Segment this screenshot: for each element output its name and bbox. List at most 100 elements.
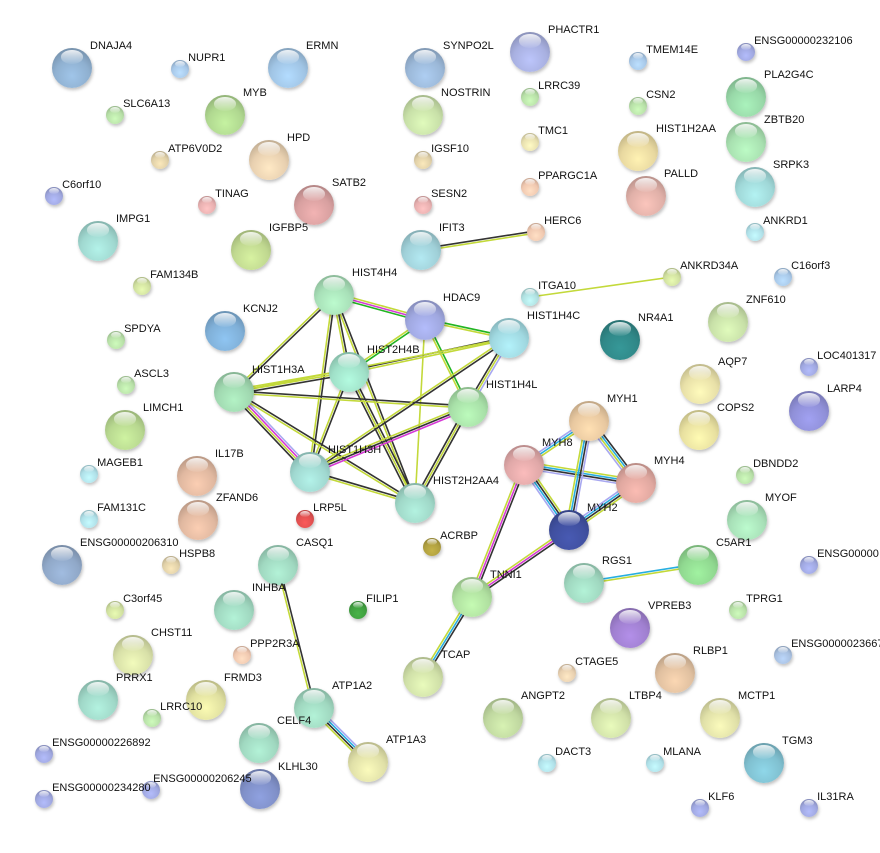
- protein-node[interactable]: [233, 646, 251, 664]
- edge-textmining[interactable]: [233, 337, 510, 393]
- protein-node[interactable]: [800, 799, 818, 817]
- edge-coexpression[interactable]: [278, 564, 316, 708]
- protein-node[interactable]: [403, 657, 443, 697]
- edge-textmining[interactable]: [233, 392, 415, 505]
- edge-textmining[interactable]: [308, 336, 509, 472]
- edge-textmining[interactable]: [529, 276, 673, 298]
- protein-node[interactable]: [521, 288, 539, 306]
- protein-node[interactable]: [214, 590, 254, 630]
- protein-node[interactable]: [655, 653, 695, 693]
- protein-node[interactable]: [735, 167, 775, 207]
- edge-experimental[interactable]: [310, 408, 470, 475]
- edge-coexpression[interactable]: [309, 406, 469, 473]
- protein-node[interactable]: [80, 510, 98, 528]
- protein-node[interactable]: [726, 122, 766, 162]
- protein-node[interactable]: [113, 635, 153, 675]
- protein-node[interactable]: [78, 680, 118, 720]
- edge-experimental[interactable]: [471, 464, 525, 598]
- protein-node[interactable]: [142, 781, 160, 799]
- protein-node[interactable]: [239, 723, 279, 763]
- protein-node[interactable]: [106, 106, 124, 124]
- edge-textmining[interactable]: [233, 392, 468, 409]
- protein-node[interactable]: [107, 331, 125, 349]
- protein-node[interactable]: [679, 410, 719, 450]
- edge-coexpression[interactable]: [310, 338, 511, 474]
- protein-node[interactable]: [105, 410, 145, 450]
- edge-textmining[interactable]: [414, 319, 426, 504]
- protein-node[interactable]: [616, 463, 656, 503]
- protein-node[interactable]: [663, 268, 681, 286]
- protein-node[interactable]: [395, 483, 435, 523]
- protein-node[interactable]: [489, 318, 529, 358]
- protein-node[interactable]: [708, 302, 748, 342]
- protein-node[interactable]: [729, 601, 747, 619]
- protein-node[interactable]: [162, 556, 180, 574]
- protein-node[interactable]: [448, 387, 488, 427]
- protein-node[interactable]: [405, 300, 445, 340]
- protein-node[interactable]: [414, 196, 432, 214]
- protein-node[interactable]: [527, 223, 545, 241]
- edge-textmining[interactable]: [349, 338, 510, 374]
- protein-node[interactable]: [610, 608, 650, 648]
- protein-node[interactable]: [452, 577, 492, 617]
- protein-node[interactable]: [177, 456, 217, 496]
- protein-node[interactable]: [483, 698, 523, 738]
- protein-node[interactable]: [737, 43, 755, 61]
- protein-node[interactable]: [736, 466, 754, 484]
- protein-node[interactable]: [117, 376, 135, 394]
- protein-node[interactable]: [133, 277, 151, 295]
- protein-node[interactable]: [35, 745, 53, 763]
- protein-node[interactable]: [774, 646, 792, 664]
- protein-node[interactable]: [521, 178, 539, 196]
- protein-node[interactable]: [214, 372, 254, 412]
- protein-node[interactable]: [249, 140, 289, 180]
- protein-node[interactable]: [569, 401, 609, 441]
- protein-node[interactable]: [727, 500, 767, 540]
- protein-node[interactable]: [296, 510, 314, 528]
- protein-node[interactable]: [600, 320, 640, 360]
- protein-node[interactable]: [680, 364, 720, 404]
- protein-node[interactable]: [405, 48, 445, 88]
- protein-node[interactable]: [618, 131, 658, 171]
- protein-node[interactable]: [564, 563, 604, 603]
- protein-node[interactable]: [186, 680, 226, 720]
- edge-coexpression[interactable]: [234, 295, 336, 394]
- protein-node[interactable]: [691, 799, 709, 817]
- edge-coexpression[interactable]: [350, 370, 418, 503]
- protein-node[interactable]: [591, 698, 631, 738]
- protein-node[interactable]: [414, 151, 432, 169]
- protein-node[interactable]: [290, 452, 330, 492]
- protein-node[interactable]: [45, 187, 63, 205]
- protein-node[interactable]: [349, 601, 367, 619]
- protein-node[interactable]: [504, 445, 544, 485]
- protein-node[interactable]: [678, 545, 718, 585]
- protein-node[interactable]: [198, 196, 216, 214]
- protein-node[interactable]: [106, 601, 124, 619]
- protein-node[interactable]: [744, 743, 784, 783]
- edge-coexpression[interactable]: [234, 390, 469, 407]
- protein-node[interactable]: [143, 709, 161, 727]
- protein-node[interactable]: [746, 223, 764, 241]
- edge-coexpression[interactable]: [334, 294, 417, 503]
- protein-node[interactable]: [294, 688, 334, 728]
- protein-node[interactable]: [629, 52, 647, 70]
- protein-node[interactable]: [510, 32, 550, 72]
- protein-node[interactable]: [521, 88, 539, 106]
- protein-node[interactable]: [78, 221, 118, 261]
- protein-node[interactable]: [35, 790, 53, 808]
- protein-node[interactable]: [205, 311, 245, 351]
- edge-coexpression[interactable]: [234, 390, 416, 503]
- protein-node[interactable]: [294, 185, 334, 225]
- protein-node[interactable]: [231, 230, 271, 270]
- protein-node[interactable]: [258, 545, 298, 585]
- protein-node[interactable]: [178, 500, 218, 540]
- edge-textmining[interactable]: [232, 293, 334, 392]
- protein-node[interactable]: [800, 556, 818, 574]
- edge-coexpression[interactable]: [473, 465, 527, 599]
- protein-node[interactable]: [521, 133, 539, 151]
- protein-node[interactable]: [348, 742, 388, 782]
- protein-node[interactable]: [401, 230, 441, 270]
- protein-node[interactable]: [789, 391, 829, 431]
- protein-node[interactable]: [549, 510, 589, 550]
- protein-node[interactable]: [700, 698, 740, 738]
